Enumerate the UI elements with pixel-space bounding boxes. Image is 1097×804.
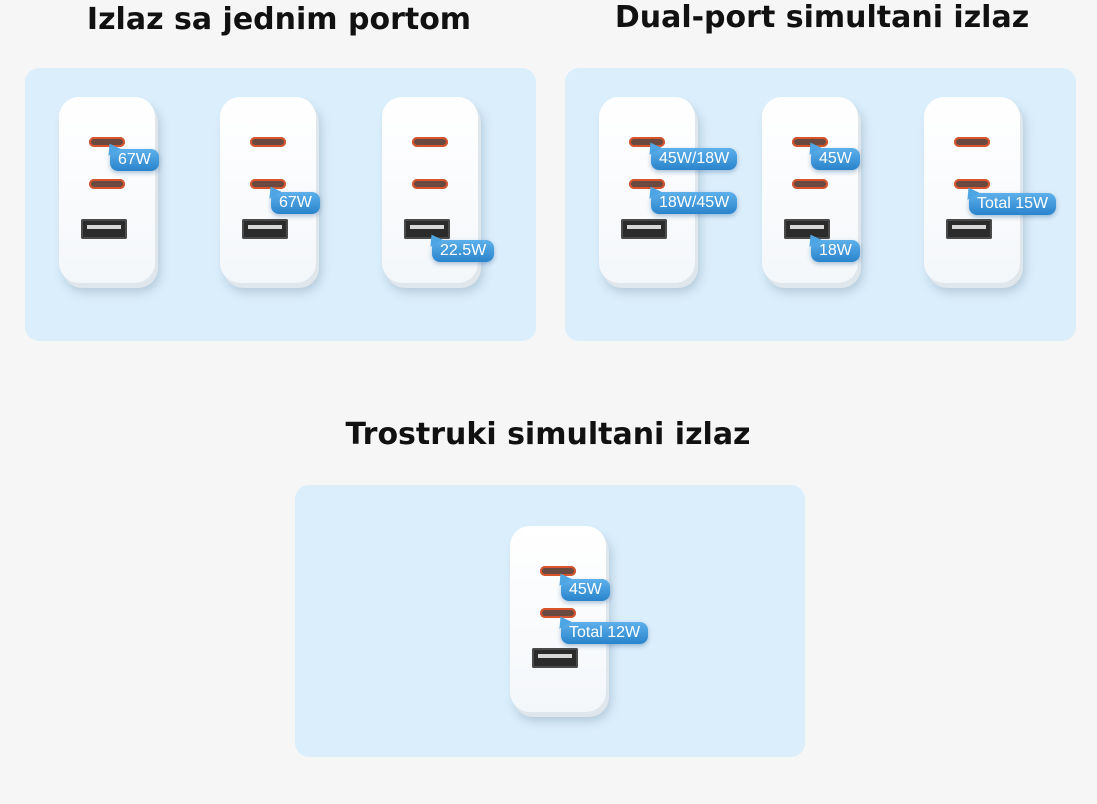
section-title-single-port: Izlaz sa jednim portom [86, 2, 472, 37]
usb-c-port-icon [250, 179, 286, 189]
usb-c-port-icon [89, 137, 125, 147]
usb-a-port-icon [81, 219, 127, 239]
usb-c-port-icon [629, 137, 665, 147]
usb-c-port-icon [792, 179, 828, 189]
usb-c-port-icon [954, 137, 990, 147]
power-label-single-c1: 67W [110, 149, 159, 171]
usb-c-port-icon [540, 608, 576, 618]
usb-c-port-icon [89, 179, 125, 189]
usb-a-port-icon [621, 219, 667, 239]
charger-single-c2 [220, 97, 316, 283]
power-label-triple-total: Total 12W [561, 622, 649, 644]
power-label-dual-total: Total 15W [969, 193, 1057, 215]
section-title-triple-port: Trostruki simultani izlaz [345, 417, 751, 452]
power-label-dual-c2: 18W/45W [651, 192, 738, 214]
charger-single-c1 [59, 97, 155, 283]
charger-dual-c1-c2 [599, 97, 695, 283]
charger-dual-c1-a [762, 97, 858, 283]
usb-c-port-icon [412, 137, 448, 147]
power-label-dual-c1: 45W/18W [651, 148, 738, 170]
usb-a-port-icon [532, 648, 578, 668]
power-label-single-a: 22.5W [432, 240, 495, 262]
usb-a-port-icon [242, 219, 288, 239]
section-title-dual-port: Dual-port simultani izlaz [614, 0, 1030, 35]
usb-a-port-icon [946, 219, 992, 239]
power-label-single-c2: 67W [271, 192, 320, 214]
usb-c-port-icon [412, 179, 448, 189]
power-label-triple-c1: 45W [561, 579, 610, 601]
usb-c-port-icon [629, 179, 665, 189]
usb-c-port-icon [540, 566, 576, 576]
usb-c-port-icon [954, 179, 990, 189]
usb-c-port-icon [250, 137, 286, 147]
power-label-dual-a: 18W [811, 240, 860, 262]
power-label-dual-c1b: 45W [811, 148, 860, 170]
